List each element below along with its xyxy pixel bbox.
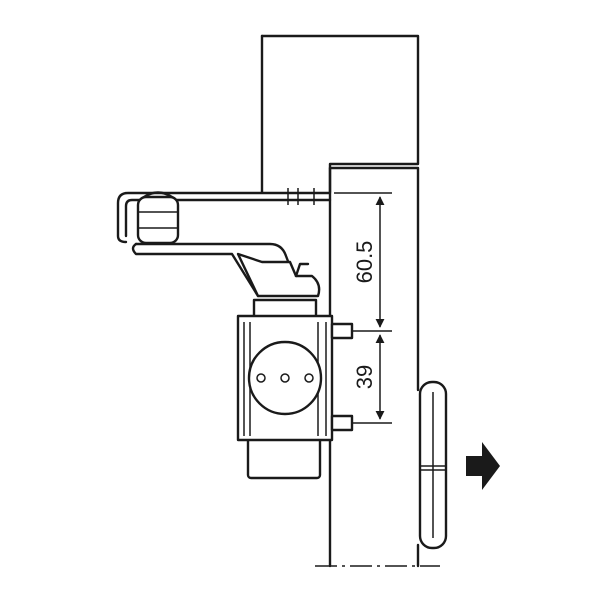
dimension-lines	[334, 192, 392, 424]
valve-disc	[247, 340, 323, 416]
closer-body	[236, 298, 354, 480]
hinge	[418, 380, 448, 550]
closer-arm	[116, 188, 332, 298]
dimension-lower-label: 39	[352, 365, 377, 389]
arrow-right-icon	[466, 442, 500, 490]
dimension-upper-label: 60.5	[352, 241, 377, 284]
